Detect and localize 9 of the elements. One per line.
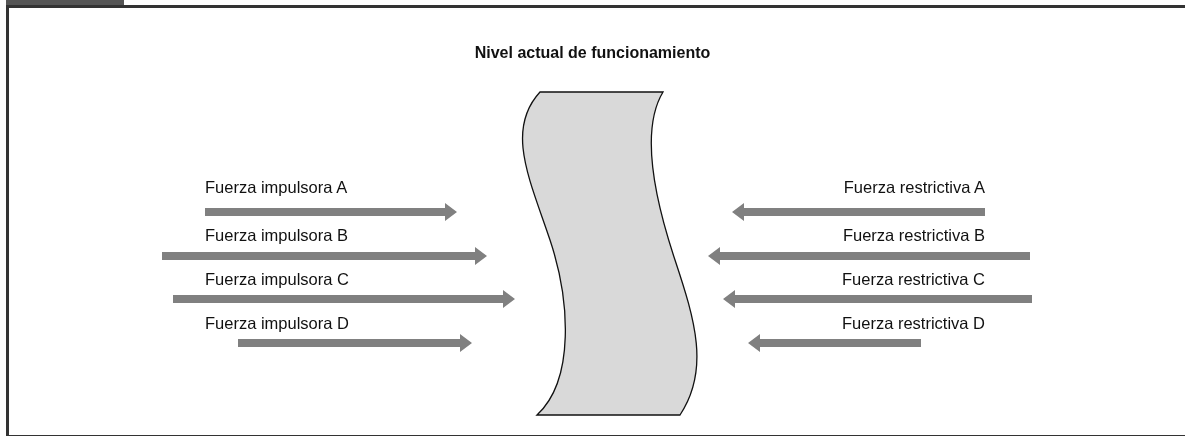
diagram-title: Nivel actual de funcionamiento xyxy=(473,44,712,62)
force-label: Fuerza restrictiva C xyxy=(841,269,985,289)
force-label: Fuerza restrictiva B xyxy=(842,225,985,245)
force-label: Fuerza impulsora C xyxy=(205,269,349,289)
force-label: Fuerza restrictiva A xyxy=(843,177,985,197)
force-label: Fuerza impulsora A xyxy=(205,177,348,197)
force-label: Fuerza impulsora D xyxy=(205,313,349,333)
force-label: Fuerza restrictiva D xyxy=(841,313,985,333)
force-label: Fuerza impulsora B xyxy=(205,225,349,245)
